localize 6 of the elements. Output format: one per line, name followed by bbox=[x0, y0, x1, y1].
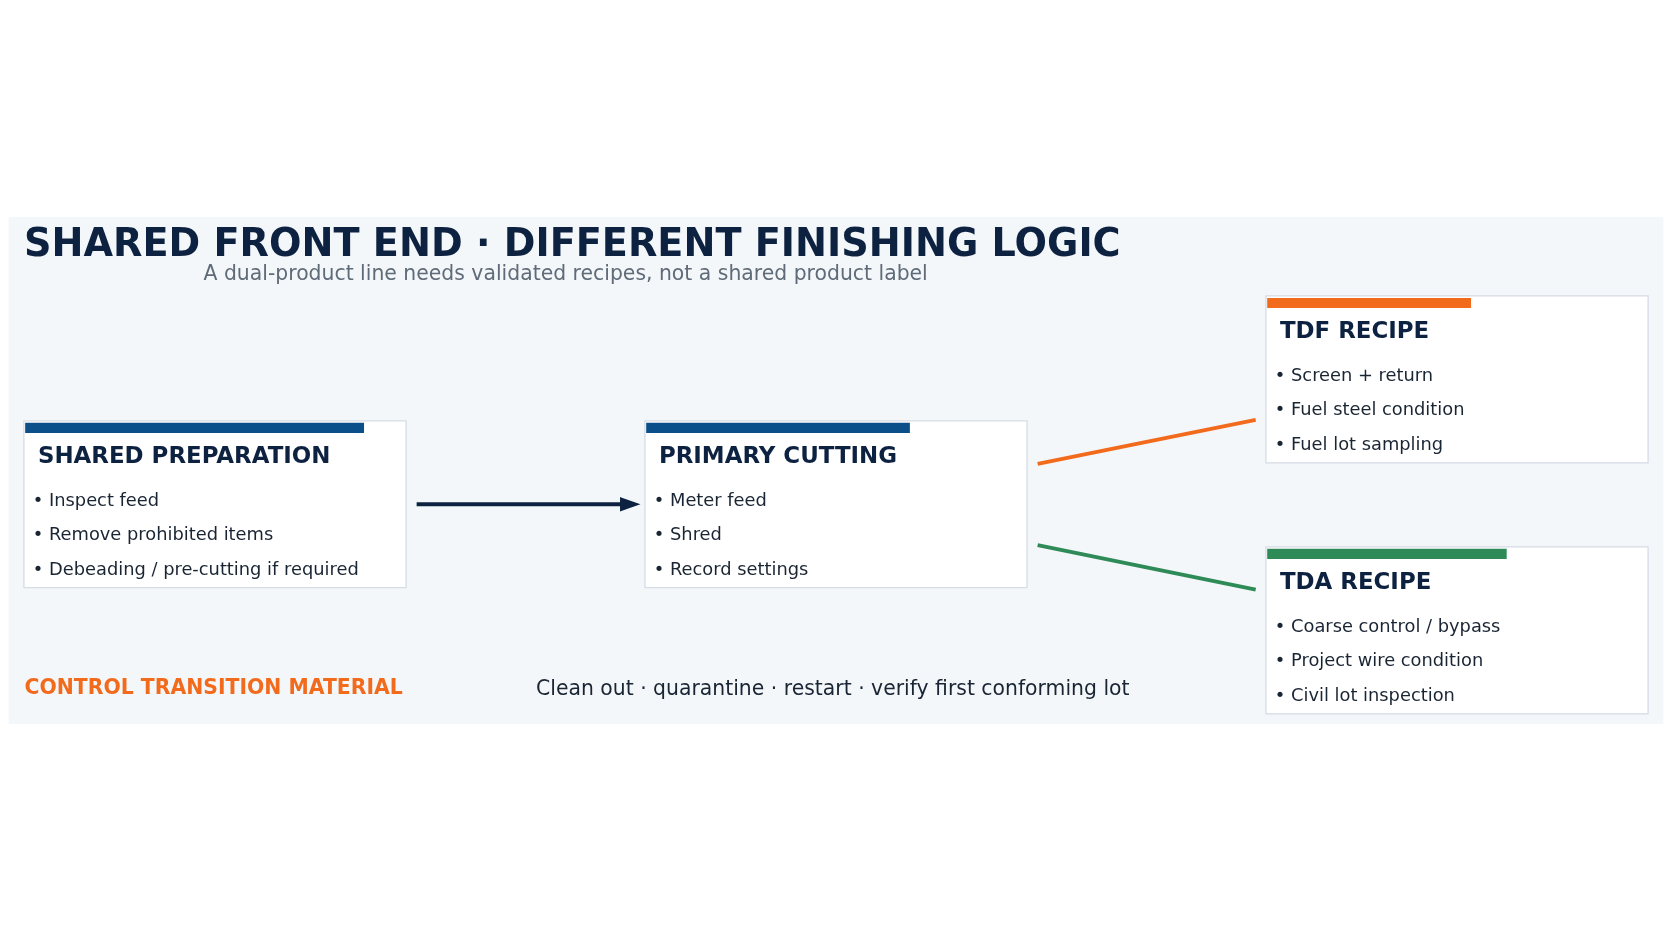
caption: A dual-product line needs validated recipes, not a shared product label bbox=[203, 261, 928, 286]
connector bbox=[1037, 417, 1257, 466]
label: CONTROL TRANSITION MATERIAL bbox=[24, 674, 403, 699]
label: Clean out · quarantine · restart · verify first conforming lot bbox=[536, 676, 1130, 701]
connector bbox=[1037, 543, 1257, 592]
arrow bbox=[416, 497, 641, 512]
